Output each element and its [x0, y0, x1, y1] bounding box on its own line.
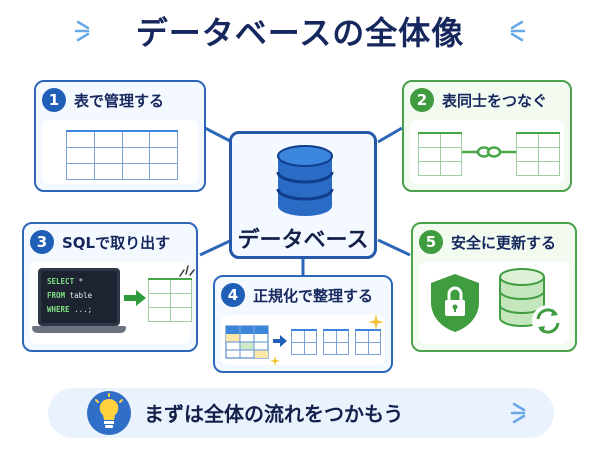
sparkle-icon — [510, 402, 526, 424]
card-normalize: 4 正規化で整理する — [213, 275, 393, 373]
page-title: データベースの全体像 — [135, 14, 465, 52]
step-number: 3 — [30, 230, 54, 254]
sparkle-icon — [510, 20, 526, 42]
card-safe-update: 5 安全に更新する — [411, 222, 577, 352]
table-icon — [66, 130, 178, 180]
table-icon — [225, 325, 269, 359]
table-icon — [355, 329, 381, 355]
shield-lock-icon — [431, 274, 479, 332]
table-icon — [418, 132, 462, 176]
step-number: 1 — [42, 88, 66, 112]
sparkle-icon — [269, 355, 281, 367]
refresh-icon — [532, 305, 564, 337]
sparkle-icon — [179, 265, 195, 277]
table-icon — [291, 329, 317, 355]
database-icon — [276, 145, 334, 216]
arrow-right-icon — [273, 335, 287, 347]
database-label: データベース — [237, 228, 369, 253]
table-icon — [148, 278, 192, 322]
card-label: 表同士をつなぐ — [442, 91, 548, 110]
sql-line: WHERE ...; — [47, 305, 93, 314]
sparkle-icon — [368, 314, 384, 330]
card-label: 安全に更新する — [451, 233, 557, 252]
card-link-tables: 2 表同士をつなぐ — [402, 80, 572, 192]
table-icon — [516, 132, 560, 176]
sql-line: SELECT * — [47, 277, 84, 286]
link-icon — [462, 146, 516, 158]
card-label: 表で管理する — [74, 91, 165, 110]
sparkle-icon — [74, 20, 90, 42]
card-manage-with-tables: 1 表で管理する — [34, 80, 206, 192]
table-icon — [323, 329, 349, 355]
footer-message: まずは全体の流れをつかもう — [144, 402, 404, 426]
card-sql-retrieve: 3 SQLで取り出す SELECT * FROM table WHERE ...… — [22, 222, 198, 352]
step-number: 5 — [419, 230, 443, 254]
database-node: データベース — [229, 131, 377, 259]
card-label: 正規化で整理する — [253, 286, 374, 305]
step-number: 2 — [410, 88, 434, 112]
sql-line: FROM table — [47, 291, 93, 300]
step-number: 4 — [221, 283, 245, 307]
arrow-right-icon — [124, 290, 146, 306]
lightbulb-icon — [87, 391, 131, 435]
footer-banner: まずは全体の流れをつかもう — [48, 388, 554, 438]
card-label: SQLで取り出す — [62, 233, 171, 252]
